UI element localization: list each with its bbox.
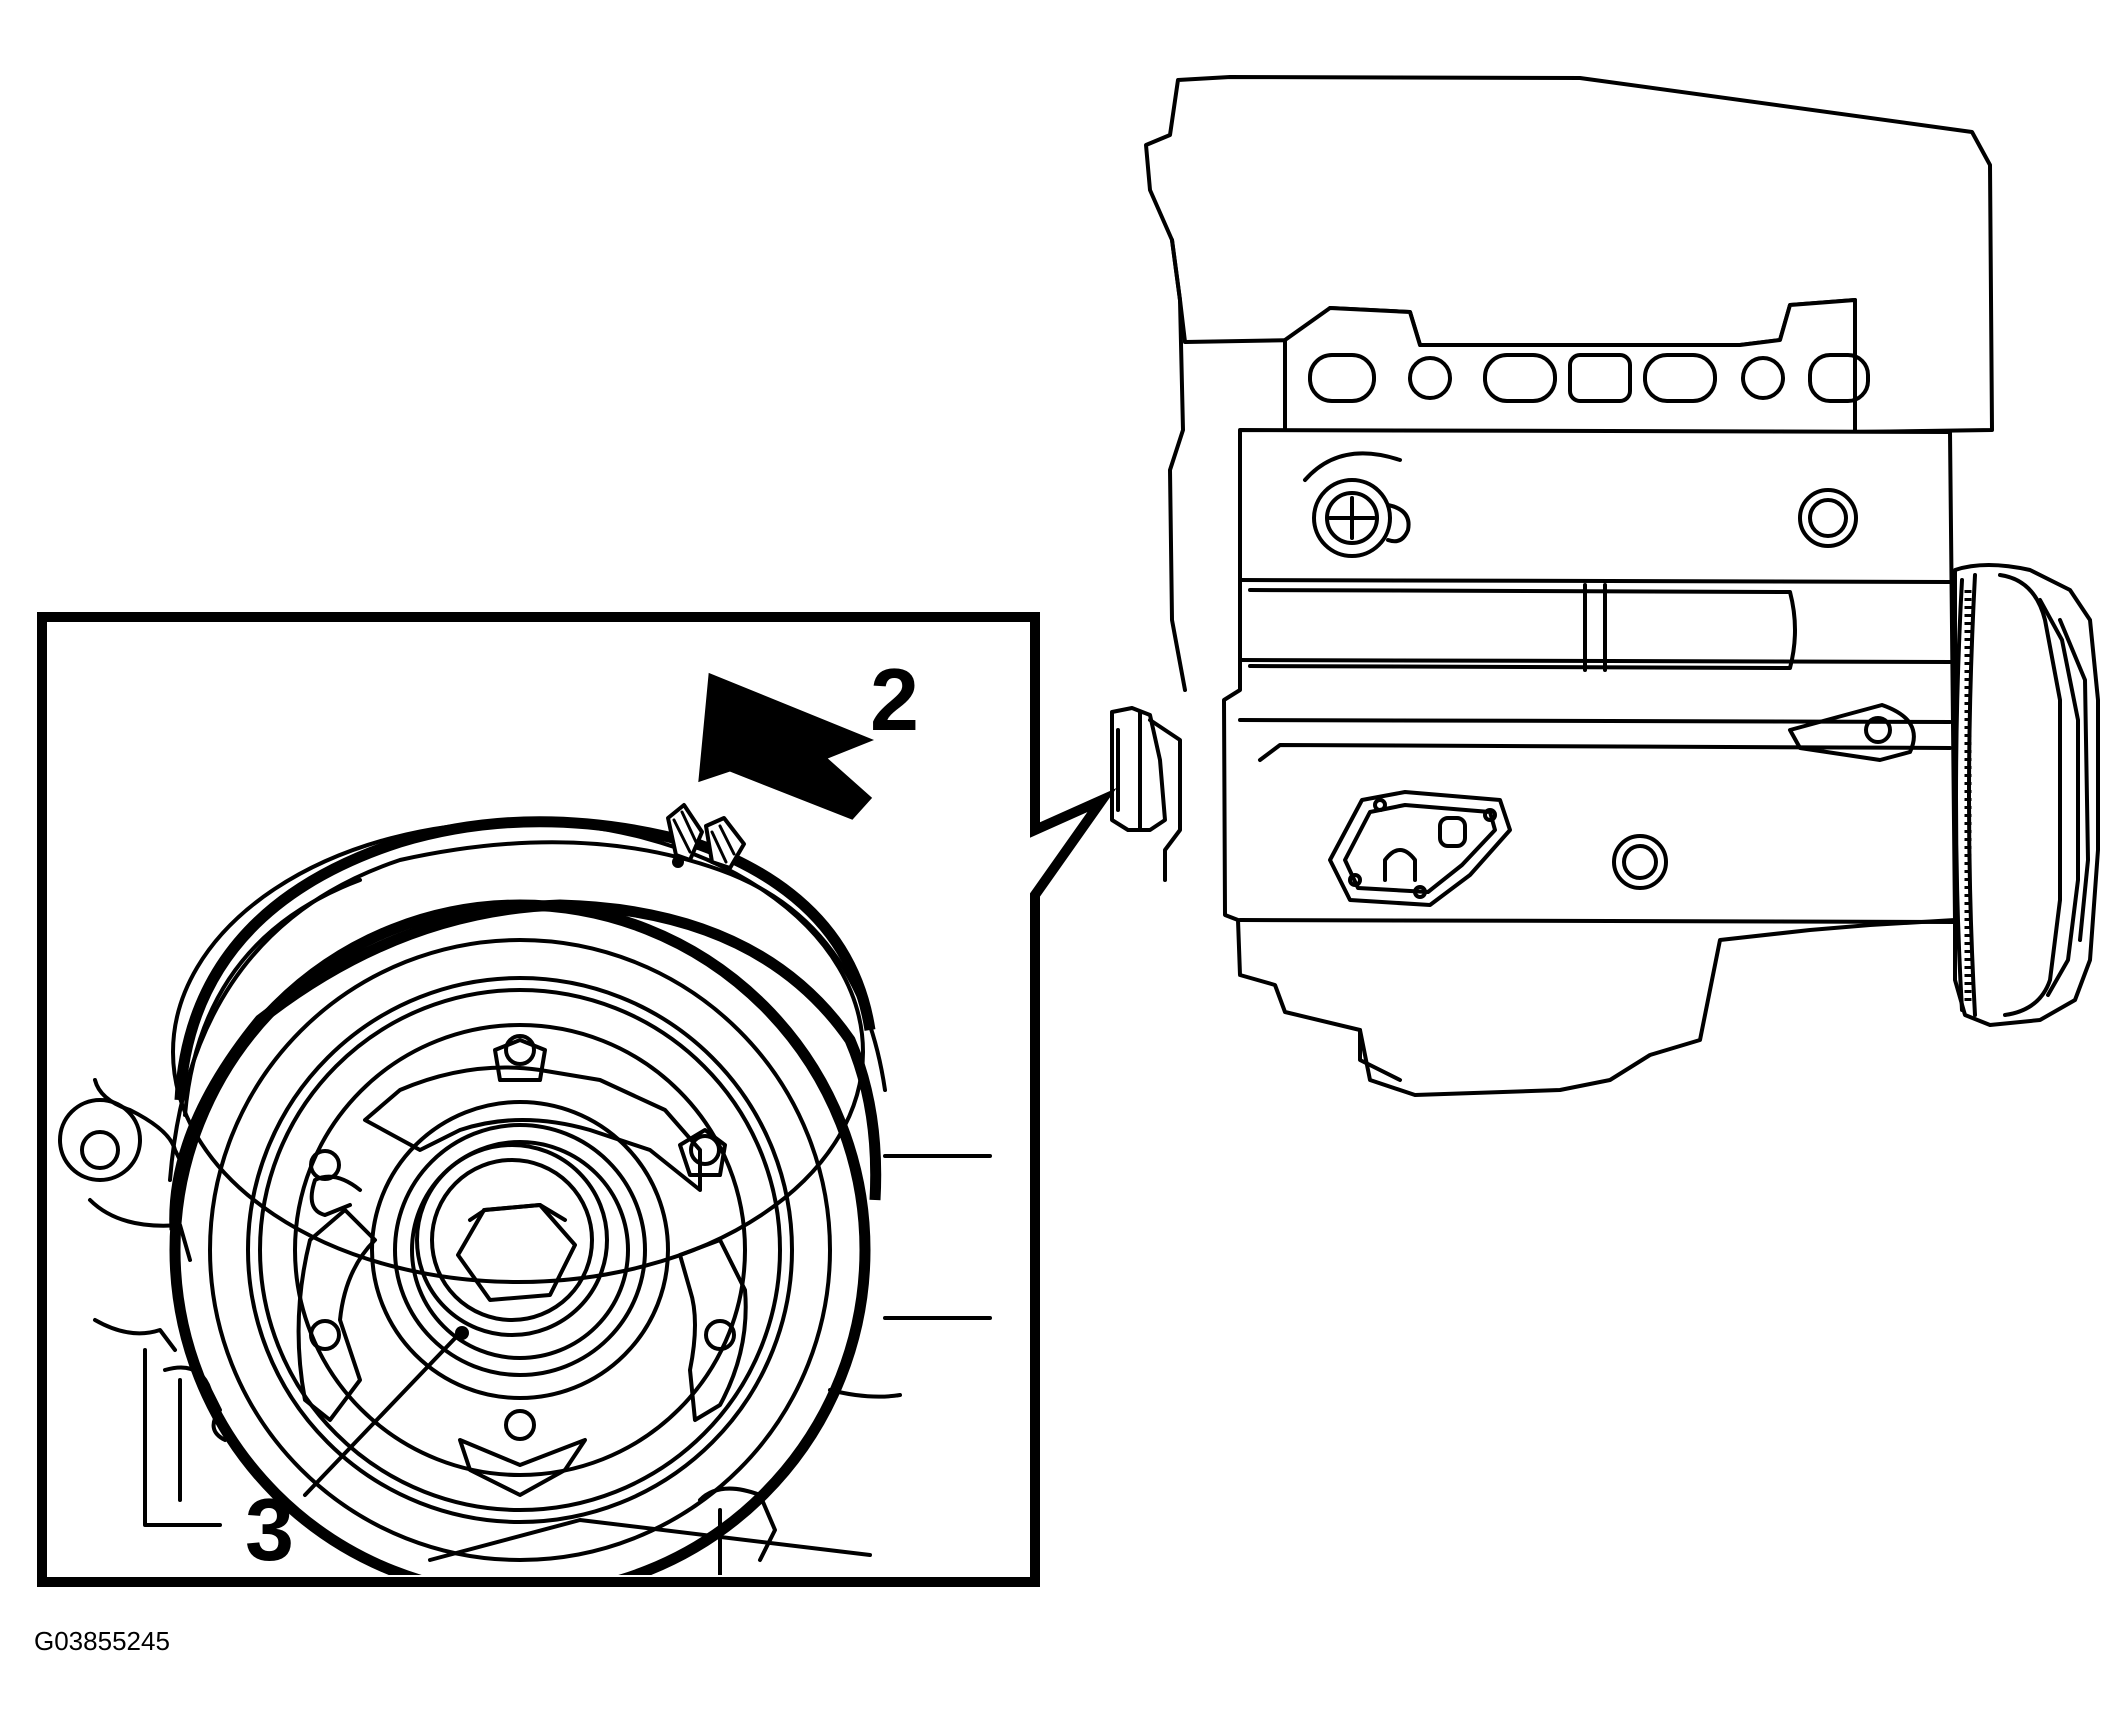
callout-3-label: 3 [245,1480,294,1579]
callout-3-leader [303,1331,462,1497]
inset-frame [37,612,1117,1587]
flywheel [1953,563,2100,1027]
figure-id: G03855245 [34,1626,170,1656]
oil-filter-housing [1328,790,1512,907]
timing-cover-pulley [1110,706,1182,882]
callout-2-label: 2 [870,650,919,749]
sensor [1303,451,1411,558]
intake-ports [1308,353,1870,403]
engine-block [1110,75,2100,1097]
timing-mark-tabs [666,803,746,870]
oil-dipstick-tube [1248,583,1797,672]
bolt-boss [1612,834,1668,890]
pulley-bolt-holes [309,1034,736,1441]
bracket [1788,703,1916,762]
engine-block-body [1222,428,1957,1097]
inset-detail [58,672,992,1575]
crankshaft-pulley [168,816,887,1575]
plug [1798,488,1858,548]
pulley-hub-spokes [296,1065,748,1497]
callout-2-arrow [698,672,875,820]
crankshaft-center-bolt [370,1100,670,1400]
